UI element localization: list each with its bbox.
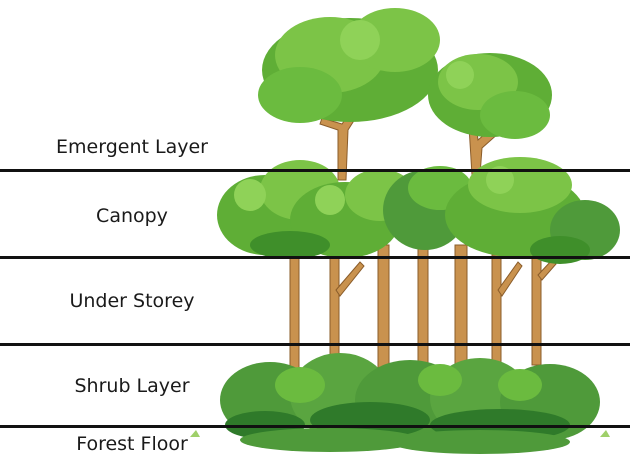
understorey-trunks [289, 239, 557, 381]
canopy-crowns [217, 157, 620, 264]
divider-understorey-shrub [0, 343, 630, 346]
emergent-crowns [258, 8, 552, 139]
label-emergent-layer: Emergent Layer [56, 136, 208, 158]
divider-shrub-floor [0, 425, 630, 428]
label-canopy: Canopy [96, 205, 168, 227]
divider-emergent-canopy [0, 169, 630, 172]
label-forest-floor: Forest Floor [76, 433, 188, 455]
shrub-bushes [220, 353, 600, 441]
forest-floor-ground [190, 428, 610, 454]
label-under-storey: Under Storey [69, 290, 195, 312]
label-shrub-layer: Shrub Layer [74, 375, 190, 397]
divider-canopy-understorey [0, 256, 630, 259]
